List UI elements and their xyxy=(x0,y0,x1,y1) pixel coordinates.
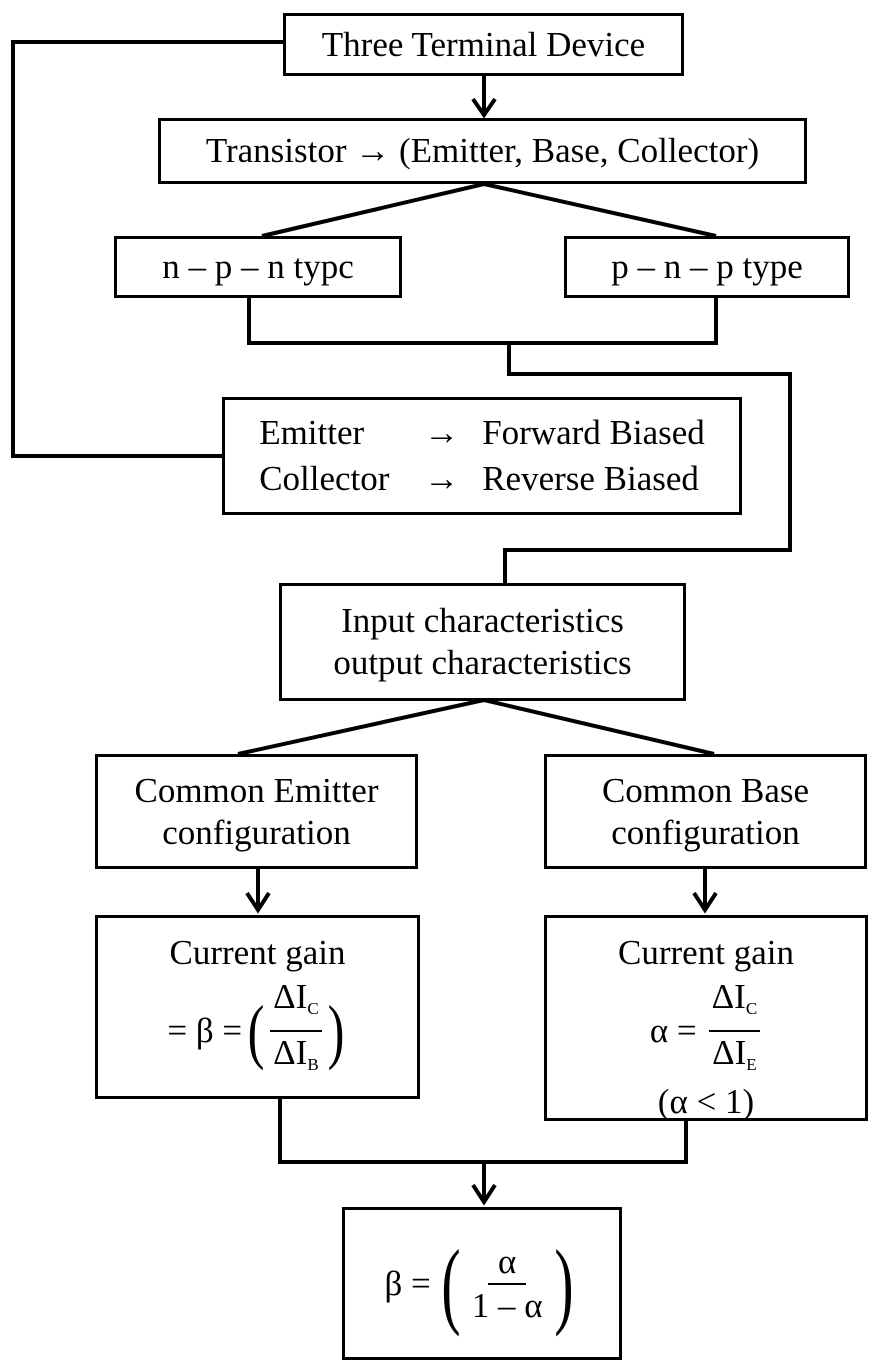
emitter-arrow-icon: → xyxy=(424,413,460,452)
arrowhead-transistor xyxy=(471,97,497,119)
arrowhead-relation xyxy=(471,1183,497,1206)
common-base-box: Common Base configuration xyxy=(544,754,867,869)
pnp-type-box: p – n – p type xyxy=(564,236,850,298)
relation-denominator: 1 – α xyxy=(471,1285,543,1325)
arrowhead-cb-gain xyxy=(692,891,718,914)
ce-current-gain-box: Current gain = β = ( ΔIC ΔIB ) xyxy=(95,915,420,1099)
cb-gain-numerator: ΔIC xyxy=(708,977,761,1032)
cb-num-delta: ΔI xyxy=(711,977,746,1016)
collector-state: Reverse Biased xyxy=(482,459,699,498)
relation-right-paren: ) xyxy=(553,1229,574,1337)
common-base-line2: configuration xyxy=(611,812,800,852)
cb-gain-denominator: ΔIE xyxy=(709,1032,760,1084)
branch-to-pnp xyxy=(483,182,717,238)
ce-den-subscript: B xyxy=(307,1055,319,1074)
biasing-box: Emitter → Forward Biased Collector → Rev… xyxy=(222,397,742,515)
branch-to-ce xyxy=(237,698,485,756)
route-to-characteristics xyxy=(503,343,792,583)
three-terminal-device-box: Three Terminal Device xyxy=(283,13,684,76)
emitter-label: Emitter xyxy=(259,413,365,452)
three-terminal-device-label: Three Terminal Device xyxy=(321,24,646,64)
ce-den-delta: ΔI xyxy=(273,1033,308,1072)
cb-gain-prefix: α = xyxy=(649,1011,697,1050)
branch-to-cb xyxy=(483,698,715,756)
relation-formula: β = ( α 1 – α ) xyxy=(384,1229,579,1337)
ce-gain-title: Current gain xyxy=(169,933,346,972)
cb-den-delta: ΔI xyxy=(712,1033,747,1072)
cb-gain-formula: α = ΔIC ΔIE xyxy=(650,978,762,1084)
common-emitter-box: Common Emitter configuration xyxy=(95,754,418,869)
input-characteristics-label: Input characteristics xyxy=(341,601,624,640)
ce-right-paren: ) xyxy=(327,991,345,1071)
characteristics-box: Input characteristics output characteris… xyxy=(279,583,686,701)
ce-gain-prefix: = β = xyxy=(167,1011,243,1050)
ce-gain-fraction: ΔIC ΔIB xyxy=(270,978,322,1084)
ce-left-paren: ( xyxy=(247,991,265,1071)
common-base-line1: Common Base xyxy=(601,770,810,810)
common-emitter-line2: configuration xyxy=(162,812,351,852)
merge-npn-pnp xyxy=(247,297,718,345)
relation-numerator: α xyxy=(487,1242,527,1285)
collector-label: Collector xyxy=(259,459,390,498)
cb-current-gain-box: Current gain α = ΔIC ΔIE (α < 1) xyxy=(544,915,868,1121)
ce-gain-numerator: ΔIC xyxy=(270,978,322,1032)
arrowhead-ce-gain xyxy=(245,891,271,914)
cb-gain-fraction: ΔIC ΔIE xyxy=(708,977,761,1084)
beta-alpha-relation-box: β = ( α 1 – α ) xyxy=(342,1207,622,1360)
biasing-grid: Emitter → Forward Biased Collector → Rev… xyxy=(259,410,705,502)
transistor-box: Transistor → (Emitter, Base, Collector) xyxy=(158,118,807,184)
cb-gain-title: Current gain xyxy=(618,933,794,972)
emitter-state: Forward Biased xyxy=(482,413,705,452)
npn-type-box: n – p – n typc xyxy=(114,236,402,298)
branch-to-npn xyxy=(261,182,485,238)
ce-num-delta: ΔI xyxy=(273,977,308,1016)
output-characteristics-label: output characteristics xyxy=(333,643,632,682)
loop-terminal-to-bias xyxy=(11,40,283,458)
cb-den-subscript: E xyxy=(746,1055,757,1074)
ce-gain-denominator: ΔIB xyxy=(270,1032,322,1084)
relation-left-paren: ( xyxy=(441,1229,461,1337)
ce-num-subscript: C xyxy=(307,999,319,1018)
pnp-type-label: p – n – p type xyxy=(611,247,803,286)
cb-num-subscript: C xyxy=(745,999,758,1018)
transistor-label: Transistor → (Emitter, Base, Collector) xyxy=(205,131,760,170)
cb-gain-note: (α < 1) xyxy=(657,1082,755,1121)
relation-prefix: β = xyxy=(384,1263,431,1303)
collector-arrow-icon: → xyxy=(424,459,460,498)
npn-type-label: n – p – n typc xyxy=(162,247,354,286)
ce-gain-formula: = β = ( ΔIC ΔIB ) xyxy=(167,978,347,1084)
common-emitter-line1: Common Emitter xyxy=(134,770,379,810)
relation-fraction: α 1 – α xyxy=(469,1242,546,1325)
